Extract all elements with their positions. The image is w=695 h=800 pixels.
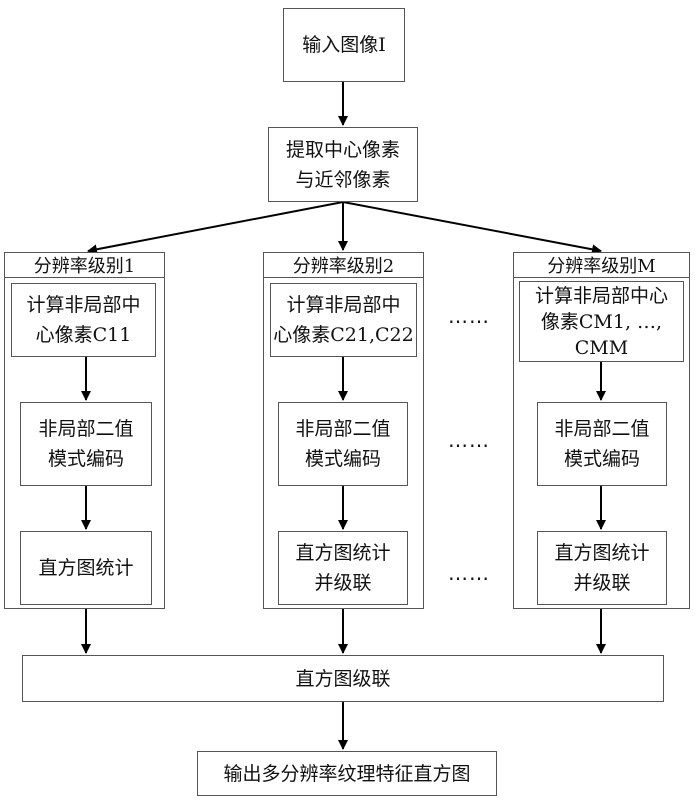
branch-1-histogram-box: 直方图统计: [20, 531, 152, 605]
ellipsis-histogram: ……: [448, 563, 490, 583]
branch-2-histogram-label: 直方图统计 并级联: [295, 538, 390, 598]
branch-title-m-label: 分辨率级别M: [547, 252, 655, 278]
branch-m-compute-label: 计算非局部中心 像素CM1, …, CMM: [535, 283, 668, 361]
branch-m-encode-label: 非局部二值 模式编码: [554, 414, 649, 474]
branch-title-1-label: 分辨率级别1: [34, 252, 135, 278]
arrow-extract-to-branch-1: [88, 202, 343, 251]
branch-1-histogram-label: 直方图统计: [38, 553, 133, 583]
ellipsis-encode: ……: [448, 430, 490, 450]
branch-1-compute-box: 计算非局部中 心像素C11: [11, 283, 156, 357]
branch-title-2: 分辨率级别2: [263, 252, 424, 278]
input-image-box: 输入图像I: [283, 8, 405, 82]
branch-m-compute-box: 计算非局部中心 像素CM1, …, CMM: [519, 281, 684, 362]
branch-title-m: 分辨率级别M: [513, 252, 690, 278]
branch-1-encode-box: 非局部二值 模式编码: [20, 402, 152, 486]
output-histogram-label: 输出多分辨率纹理特征直方图: [223, 759, 470, 789]
branch-m-histogram-box: 直方图统计 并级联: [537, 531, 667, 605]
histogram-cascade-label: 直方图级联: [295, 664, 390, 694]
input-image-label: 输入图像I: [302, 30, 386, 60]
ellipsis-compute: ……: [448, 306, 490, 326]
branch-2-compute-box: 计算非局部中 心像素C21,C22: [270, 283, 417, 357]
branch-title-2-label: 分辨率级别2: [293, 252, 394, 278]
branch-2-encode-label: 非局部二值 模式编码: [295, 414, 390, 474]
branch-2-histogram-box: 直方图统计 并级联: [278, 531, 408, 605]
branch-m-histogram-label: 直方图统计 并级联: [554, 538, 649, 598]
histogram-cascade-box: 直方图级联: [22, 655, 664, 702]
branch-title-1: 分辨率级别1: [4, 252, 165, 278]
branch-1-compute-label: 计算非局部中 心像素C11: [26, 290, 140, 350]
branch-1-encode-label: 非局部二值 模式编码: [38, 414, 133, 474]
extract-pixels-box: 提取中心像素 与近邻像素: [268, 127, 418, 202]
branch-2-compute-label: 计算非局部中 心像素C21,C22: [273, 290, 413, 350]
branch-2-encode-box: 非局部二值 模式编码: [278, 402, 408, 486]
branch-m-encode-box: 非局部二值 模式编码: [537, 402, 667, 486]
extract-pixels-label: 提取中心像素 与近邻像素: [286, 135, 400, 195]
output-histogram-box: 输出多分辨率纹理特征直方图: [197, 751, 497, 796]
arrow-extract-to-branch-m: [343, 202, 601, 251]
